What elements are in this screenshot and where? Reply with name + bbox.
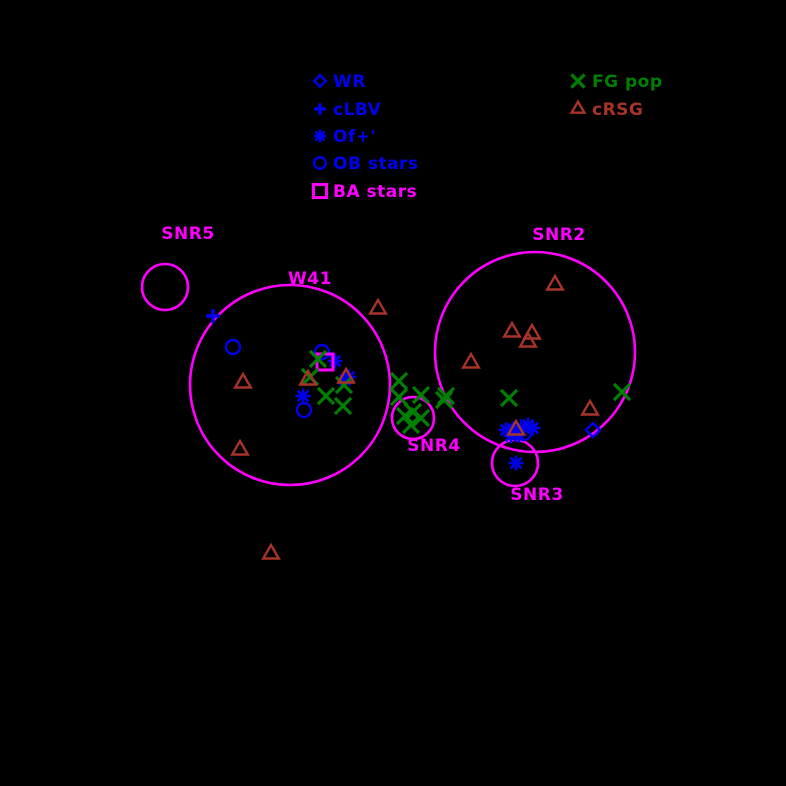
asterisk-ray (509, 456, 523, 470)
data-point-triangle (298, 368, 318, 386)
region-label-w41: W41 (288, 269, 332, 289)
series-crsg (230, 273, 600, 560)
data-point-triangle (233, 371, 253, 389)
region-circle-snr4 (390, 395, 436, 441)
cross-b (411, 408, 431, 428)
region-snr5: SNR5 (140, 224, 214, 312)
data-point-circle (313, 343, 331, 361)
square-marker-icon (311, 182, 329, 200)
legend-label-crsg: cRSG (592, 100, 643, 120)
region-label-snr5: SNR5 (161, 224, 214, 244)
legend-label-ba: BA stars (333, 182, 417, 202)
data-point-triangle (506, 418, 526, 436)
data-point-circle (224, 338, 242, 356)
cross-b (612, 382, 632, 402)
data-point-triangle (336, 366, 356, 384)
legend-label-clbv: cLBV (333, 100, 382, 120)
cross-b (499, 388, 519, 408)
data-point-cross (401, 415, 421, 435)
data-point-triangle (368, 297, 388, 315)
cross-b (316, 386, 336, 406)
region-label-snr4: SNR4 (407, 436, 460, 456)
data-point-circle (515, 424, 533, 442)
cross-b (389, 387, 409, 407)
series-fg-pop (300, 349, 632, 435)
plus-marker-icon (314, 103, 326, 115)
cross-b (333, 396, 353, 416)
data-point-asterisk (508, 455, 524, 471)
cross-marker-icon (570, 73, 586, 89)
data-point-diamond (584, 421, 602, 439)
data-point-cross (436, 386, 456, 406)
data-point-cross (389, 371, 409, 391)
legend-entry-crsg: cRSG (569, 99, 643, 120)
cross-b (300, 367, 320, 387)
data-point-cross (411, 385, 431, 405)
legend-entry-ob: OB stars (313, 154, 419, 174)
asterisk-ray (526, 421, 540, 435)
asterisk-ray (314, 130, 326, 142)
region-label-snr3: SNR3 (510, 485, 563, 505)
legend-entry-ba: BA stars (311, 182, 417, 202)
region-label-snr2: SNR2 (532, 225, 585, 245)
data-point-cross (612, 382, 632, 402)
region-circle-snr2 (433, 250, 637, 454)
data-point-cross (499, 388, 519, 408)
asterisk-ray (328, 354, 342, 368)
series-wr (584, 421, 602, 439)
legend-entry-fgpop: FG pop (570, 72, 663, 92)
data-point-cross (316, 386, 336, 406)
legend-label-ofplus: Of+' (333, 127, 376, 147)
data-point-triangle (518, 330, 538, 348)
asterisk-ray (342, 370, 356, 384)
region-circle-snr5 (140, 262, 190, 312)
data-point-cross (389, 387, 409, 407)
cross-b (308, 349, 328, 369)
data-layer (206, 273, 632, 560)
region-snr4: SNR4 (390, 395, 460, 456)
cross-b (436, 386, 456, 406)
cross-b (401, 415, 421, 435)
legend-label-ob: OB stars (333, 154, 419, 174)
data-point-cross (333, 396, 353, 416)
series-ob-stars (224, 338, 533, 442)
data-point-circle (295, 401, 313, 419)
data-point-triangle (461, 351, 481, 369)
data-point-asterisk (327, 353, 343, 369)
data-point-asterisk (295, 388, 311, 404)
series-clbv (206, 309, 220, 323)
asterisk-ray (521, 418, 535, 432)
cross-b (411, 385, 431, 405)
data-point-triangle (545, 273, 565, 291)
data-point-triangle (230, 438, 250, 456)
cross-b (334, 375, 354, 395)
legend-entry-wr: WR (312, 72, 366, 92)
legend-entry-clbv: cLBV (314, 100, 381, 120)
region-circle-w41 (188, 283, 392, 487)
asterisk-ray (504, 429, 518, 443)
cross-b (389, 371, 409, 391)
diamond-marker-icon (312, 73, 328, 89)
data-point-plus (206, 309, 220, 323)
region-w41: W41 (188, 269, 392, 487)
asterisk-ray (296, 389, 310, 403)
cross-b (570, 73, 586, 89)
data-point-triangle (580, 398, 600, 416)
data-point-cross (411, 408, 431, 428)
asterisk-marker-icon (313, 129, 327, 143)
data-point-triangle (502, 320, 522, 338)
data-point-cross (308, 349, 328, 369)
circle-marker-icon (313, 156, 327, 170)
data-point-triangle (261, 542, 281, 560)
legend: WR cLBV Of+' OB stars BA stars FG pop cRSG (311, 72, 663, 202)
legend-entry-ofplus: Of+' (313, 127, 376, 147)
legend-label-wr: WR (333, 72, 366, 92)
legend-label-fgpop: FG pop (592, 72, 663, 92)
triangle-marker-icon (569, 99, 587, 114)
